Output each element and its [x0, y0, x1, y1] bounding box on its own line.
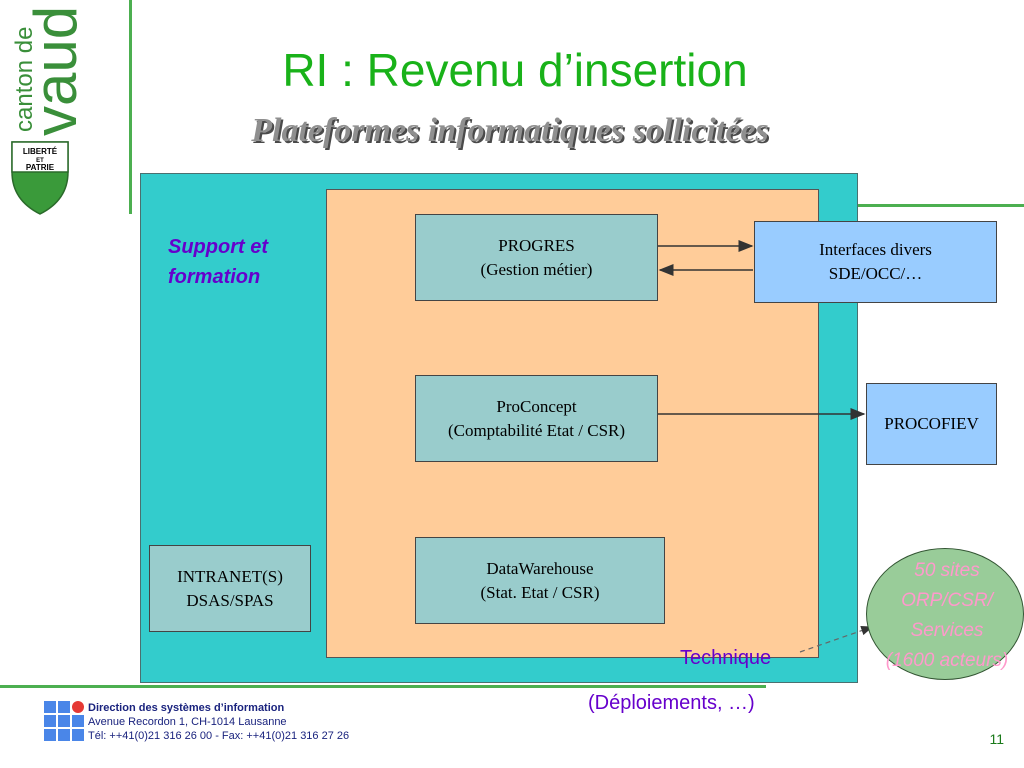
sites-line2: ORP/CSR/: [901, 590, 993, 611]
canton-vaud-logo: canton de vaud LIBERTÉ ET PATRIE: [11, 6, 89, 215]
progres-box: PROGRES (Gestion métier): [415, 214, 658, 301]
header-divider-vertical: [129, 0, 132, 214]
sites-line3: Services: [910, 620, 984, 641]
proconcept-title: ProConcept: [496, 396, 577, 416]
shield-icon: LIBERTÉ ET PATRIE: [11, 141, 69, 215]
progres-title: PROGRES: [498, 235, 575, 255]
sites-circle: [866, 548, 1024, 680]
proconcept-subtitle: (Comptabilité Etat / CSR): [447, 420, 626, 440]
datawarehouse-title: DataWarehouse: [486, 558, 594, 578]
proconcept-box: ProConcept (Comptabilité Etat / CSR): [415, 375, 658, 462]
arrow-technique-to-sites: [799, 626, 874, 653]
shield-text-2: ET: [36, 158, 44, 164]
intranet-title: INTRANET(S): [177, 566, 283, 586]
procofiev-title: PROCOFIEV: [884, 414, 979, 433]
sites-line1: 50 sites: [914, 560, 980, 581]
datawarehouse-subtitle: (Stat. Etat / CSR): [480, 582, 600, 602]
dsi-logo-icon: [44, 701, 86, 743]
procofiev-box: PROCOFIEV: [866, 383, 997, 465]
technique-label: Technique: [680, 647, 772, 669]
page-title: RI : Revenu d’insertion: [282, 44, 748, 96]
support-formation-label: Support et formation: [168, 232, 268, 292]
footer-address: Avenue Recordon 1, CH-1014 Lausanne: [88, 716, 287, 728]
interfaces-title: Interfaces divers: [819, 240, 932, 259]
logo-canton-text: canton de: [11, 27, 38, 132]
footer-phone: Tél: ++41(0)21 316 26 00 - Fax: ++41(0)2…: [88, 730, 350, 742]
intranet-subtitle: DSAS/SPAS: [186, 590, 274, 610]
support-label-line1: Support et: [168, 236, 268, 258]
page-subtitle: Plateformes informatiques sollicitées: [251, 112, 769, 149]
progres-subtitle: (Gestion métier): [480, 259, 593, 279]
shield-text-1: LIBERTÉ: [23, 147, 58, 156]
intranet-box: INTRANET(S) DSAS/SPAS: [149, 545, 311, 632]
divider-bottom: [0, 685, 766, 688]
footer-organization: Direction des systèmes d’information: [88, 702, 285, 714]
interfaces-subtitle: SDE/OCC/…: [828, 264, 923, 283]
page-number: 11: [989, 731, 1004, 747]
logo-vaud-text: vaud: [22, 6, 89, 136]
shield-text-3: PATRIE: [26, 163, 55, 172]
interfaces-box: Interfaces divers SDE/OCC/…: [754, 221, 997, 303]
sites-text: 50 sites ORP/CSR/ Services (1600 acteurs…: [862, 556, 1024, 676]
support-label-line2: formation: [168, 266, 261, 288]
deploiements-label: (Déploiements, …): [588, 692, 755, 714]
datawarehouse-box: DataWarehouse (Stat. Etat / CSR): [415, 537, 665, 624]
divider-right: [858, 204, 1024, 207]
sites-line4: (1600 acteurs): [885, 650, 1009, 671]
